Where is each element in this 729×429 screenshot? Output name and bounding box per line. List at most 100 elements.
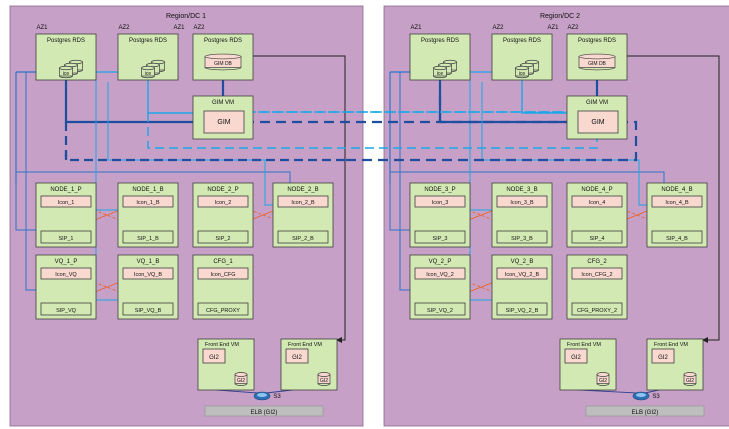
region-2-rds-1-database-icon-label: ice	[437, 71, 444, 77]
region-2-frontend-1-gi2-box	[564, 348, 588, 364]
region-2-node-5-top-box	[414, 267, 466, 280]
region-2-bus-to-vq1-line	[399, 72, 410, 291]
region-2-node-2-title: NODE_3_B	[506, 187, 537, 193]
region-2-s3-icon	[632, 391, 650, 401]
region-1-node-2-title: NODE_1_B	[132, 187, 163, 193]
region-2-frontend-2-database-icon	[683, 372, 697, 386]
region-2-node-1-top-box	[414, 195, 466, 208]
region-1-node-6-top-label: Icon_VQ_B	[134, 272, 162, 278]
region-1-node-3-top-label: Icon_2	[215, 200, 232, 206]
region-2-node-5-bottom-label: SIP_VQ_2	[427, 308, 453, 314]
region-1-gimdb-to-frontend-line	[253, 55, 346, 343]
region-1-node-4-top-box	[277, 195, 329, 208]
region-2-node-7-top-box	[571, 267, 623, 280]
region-1-node-7-bottom-label: CFG_PROXY	[206, 308, 240, 314]
region-1-frontend-1-gi2-box	[202, 348, 226, 364]
region-2-node-4-bottom-label: SIP_4_B	[666, 236, 688, 242]
region-2-rds-3-title: Postgres RDS	[578, 38, 616, 44]
region-2-frontend-1-gi2-label: GI2	[571, 355, 581, 361]
region-1-elb-bar	[204, 405, 324, 417]
region-2-frontend-1-database-icon-label: GI2	[599, 378, 607, 384]
region-1-rds-3-database-icon	[204, 53, 242, 71]
region-2-gimdb-to-frontend-line	[627, 55, 720, 343]
region-2-node-3-top-box	[571, 195, 623, 208]
region-2-node-7-bottom-label: CFG_PROXY_2	[577, 308, 617, 314]
region-2-node-6-top-label: Icon_VQ_2_B	[505, 272, 540, 278]
region-1-elb-label: ELB (GI2)	[251, 410, 278, 416]
region-2-s3-label: S3	[652, 394, 660, 400]
region-2-rds-1-az-label: AZ1	[410, 25, 422, 31]
region-1-s3-label: S3	[273, 394, 281, 400]
region-2-node-1-top-label: Icon_3	[432, 200, 449, 206]
region-2-gim-box	[577, 110, 619, 134]
region-2-node-4-title: NODE_4_B	[661, 187, 692, 193]
region-1-gim-label: GIM	[217, 119, 230, 126]
region-1-node-5-bottom-label: SIP_VQ	[56, 308, 77, 314]
region-2-bus-to-node1-line	[389, 183, 410, 231]
region-1-rds-2-database-icon-label: ice	[145, 71, 152, 77]
region-1-rds-1-az-label: AZ1	[36, 25, 48, 31]
region-1-node-2-top-box	[122, 195, 174, 208]
region-1-node-4-bottom-box	[277, 230, 329, 244]
region-1-node-5-top-label: Icon_VQ	[55, 272, 77, 278]
region-1-node-2-top-label: Icon_1_B	[136, 200, 160, 206]
region-2-node-3-bottom-box	[571, 230, 623, 244]
region-2-rds-2-title: Postgres RDS	[503, 38, 541, 44]
region-2-frontend-1-database-icon	[596, 372, 610, 386]
region-2-gim-label: GIM	[591, 119, 604, 126]
region-1-node-1-bottom-box	[40, 230, 92, 244]
region-2-rds-1-title: Postgres RDS	[421, 38, 459, 44]
region-1-node-4-title: NODE_2_B	[287, 187, 318, 193]
region-2-node-2-bottom-box	[496, 230, 548, 244]
region-2-frontend-1-vm-title: Front End VM	[567, 342, 601, 348]
region-2-bus-to-node4-line	[390, 171, 665, 183]
region-2-node-2-top-label: Icon_3_B	[510, 200, 534, 206]
region-1-light-to-node4-line	[107, 82, 273, 206]
region-2-node-6-top-box	[496, 267, 548, 280]
region-2-node-5-title: VQ_2_P	[429, 259, 452, 265]
cross-region-light-dashed-bottom	[147, 113, 600, 149]
region-1-bus-to-node1-line	[15, 183, 36, 231]
region-2-node-1-title: NODE_3_P	[424, 187, 455, 193]
region-2-rds-1-database-icon	[433, 59, 457, 79]
region-1-node-3-bottom-box	[197, 230, 249, 244]
region-2-elb-label: ELB (GI2)	[632, 410, 659, 416]
region-1-node-6-bottom-label: SIP_VQ_B	[135, 308, 162, 314]
region-1-node-7-title: CFG_1	[213, 259, 233, 265]
region-1-node-1-title: NODE_1_P	[50, 187, 81, 193]
region-1-frontend-2-gi2-label: GI2	[292, 355, 302, 361]
region-2-frontend-2-database-icon-label: GI2	[686, 378, 694, 384]
region-1-frontend-1-gi2-label: GI2	[209, 355, 219, 361]
region-1-node-6-top-box	[122, 267, 174, 280]
region-2-node-2-top-box	[496, 195, 548, 208]
region-2-rds-2-az-label: AZ2	[492, 25, 504, 31]
region-1-rds-2-az-sub-label: AZ1	[173, 25, 185, 31]
region-2-rds-2-database-icon-label: ice	[519, 71, 526, 77]
region-1-node-6-bottom-box	[122, 302, 174, 316]
region-1-node-5-title: VQ_1_P	[55, 259, 78, 265]
region-2-node-3-title: NODE_4_P	[581, 187, 612, 193]
region-1-title: Region/DC 1	[166, 13, 206, 20]
region-1-frontend-2-database-icon-label: GI2	[320, 378, 328, 384]
region-2-frontend-2-gi2-label: GI2	[658, 355, 668, 361]
region-1-bus-to-vq1-line	[25, 72, 36, 291]
region-1-node-4-top-label: Icon_2_B	[291, 200, 315, 206]
region-2-node-7-top-label: Icon_CFG_2	[581, 272, 612, 278]
region-1-frontend-1-database-icon	[234, 372, 248, 386]
region-1-node-3-bottom-label: SIP_2	[216, 236, 231, 242]
region-1-frontend-1-database-icon-label: GI2	[237, 378, 245, 384]
region-1-rds-2-az-label: AZ2	[118, 25, 130, 31]
region-2-light-to-node4-line	[481, 82, 647, 206]
region-2-node-1-bottom-label: SIP_3	[433, 236, 448, 242]
region-2-rds-2-database-icon	[515, 59, 539, 79]
region-2-node-3-top-label: Icon_4	[589, 200, 606, 206]
region-2-frontend-2-vm-title: Front End VM	[654, 342, 688, 348]
region-1-gim-box	[203, 110, 245, 134]
region-2-node-4-top-box	[651, 195, 703, 208]
region-1-node-4-bottom-label: SIP_2_B	[292, 236, 314, 242]
region-1-node-2-bottom-box	[122, 230, 174, 244]
region-2-node-1-bottom-box	[414, 230, 466, 244]
region-1-node-3-title: NODE_2_P	[207, 187, 238, 193]
